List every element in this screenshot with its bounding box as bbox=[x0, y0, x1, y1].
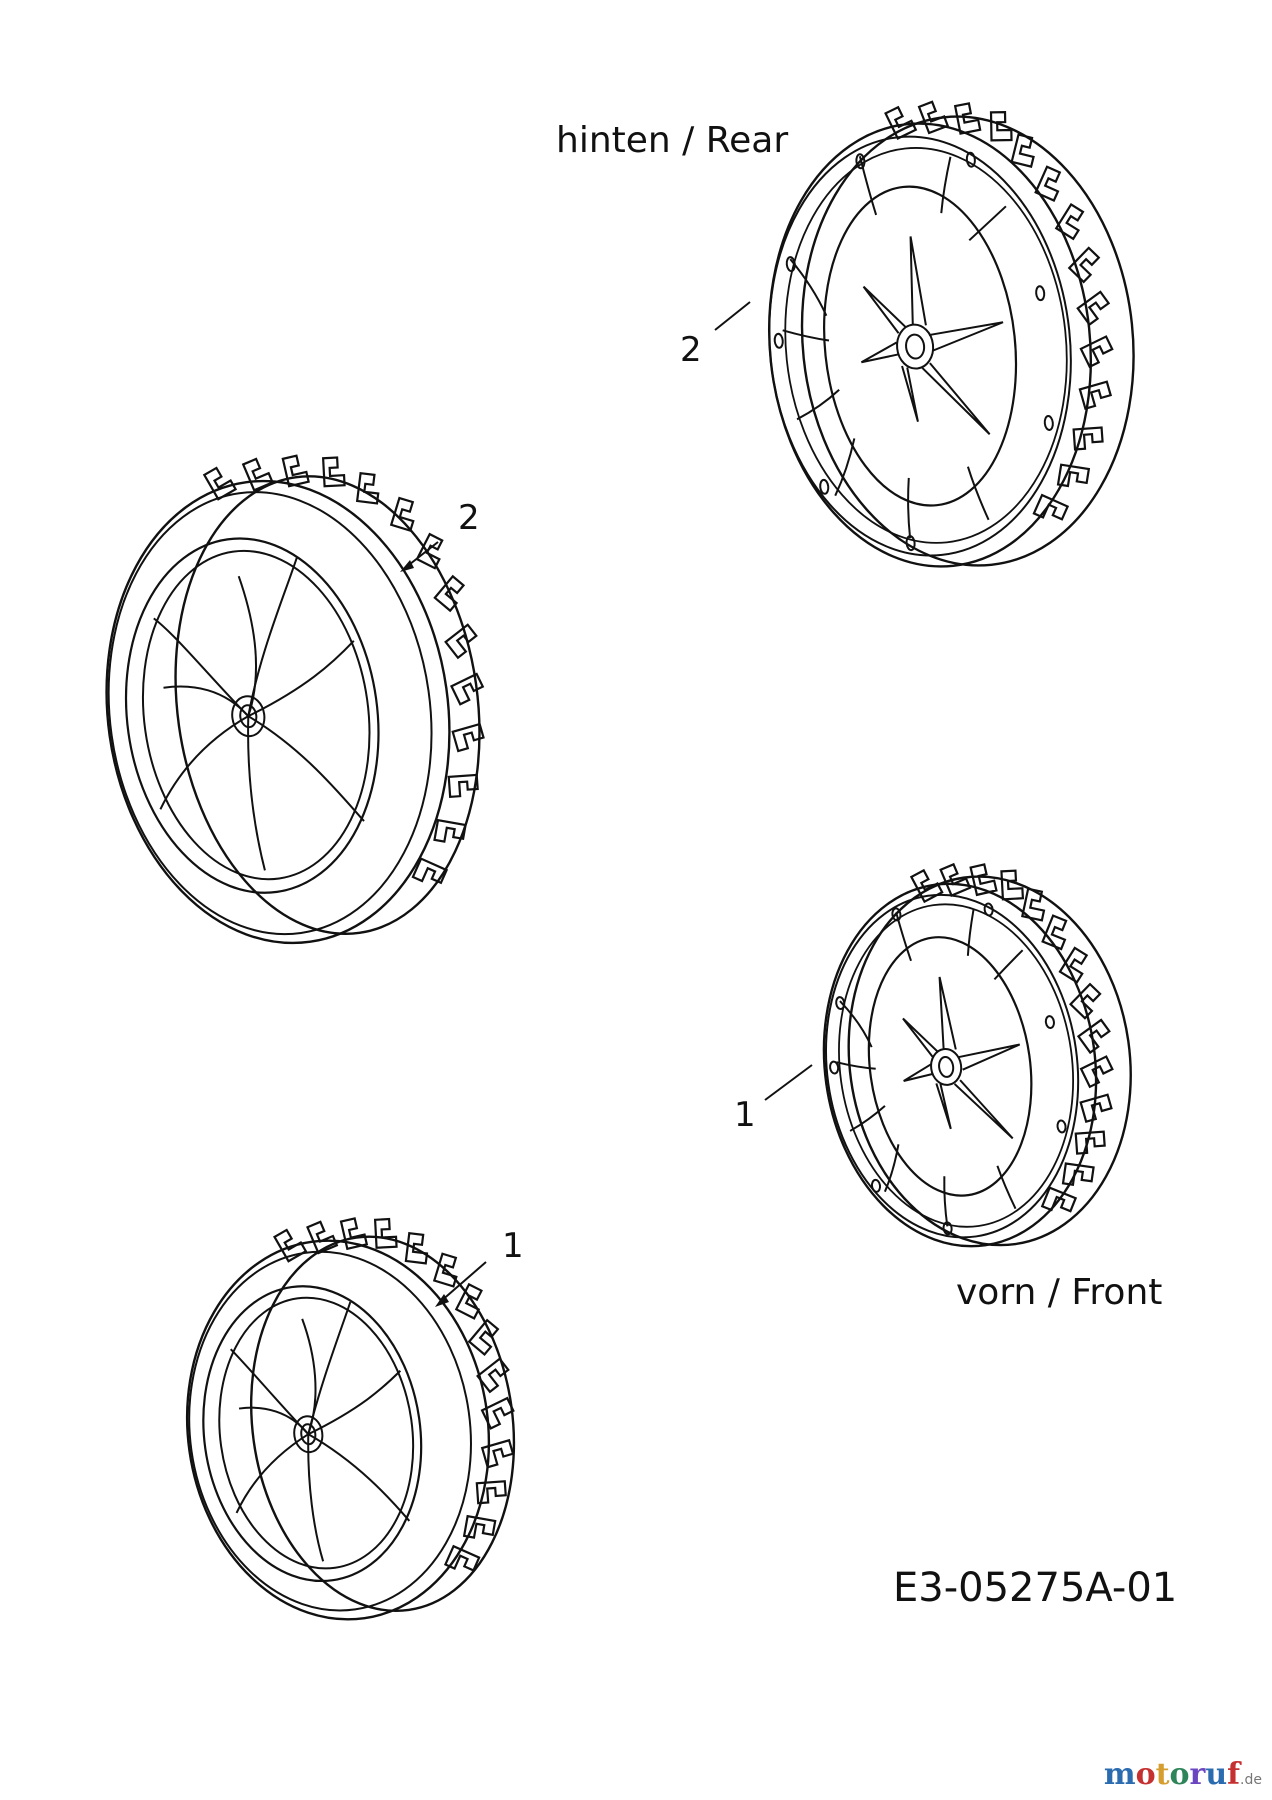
logo-letter: m bbox=[1103, 1757, 1136, 1792]
wheel-rear-outer bbox=[767, 98, 1135, 568]
logo-letter: t bbox=[1155, 1757, 1170, 1792]
logo-letter: r bbox=[1189, 1757, 1206, 1792]
motoruf-logo: motoruf.de bbox=[1104, 1757, 1262, 1792]
logo-letter: f bbox=[1227, 1757, 1241, 1792]
logo-letter: u bbox=[1205, 1757, 1228, 1792]
logo-text: motoruf bbox=[1104, 1757, 1240, 1792]
wheel-rear-inner bbox=[105, 453, 487, 945]
leader-front-inner-arrow bbox=[435, 1294, 449, 1307]
leader-rear-inner-arrow bbox=[400, 560, 414, 572]
leader-front-inner bbox=[439, 1261, 487, 1303]
callout-rear-inner: 2 bbox=[458, 498, 480, 538]
rear-label: hinten / Rear bbox=[556, 120, 789, 161]
logo-letter: o bbox=[1169, 1757, 1190, 1792]
callout-rear-outer: 2 bbox=[680, 330, 702, 370]
callout-front-outer: 1 bbox=[734, 1095, 756, 1135]
leader-rear-outer bbox=[714, 301, 751, 331]
logo-suffix: .de bbox=[1240, 1772, 1262, 1788]
callout-front-inner: 1 bbox=[502, 1226, 524, 1266]
wheel-front-inner bbox=[185, 1215, 518, 1621]
drawing-number: E3-05275A-01 bbox=[893, 1565, 1178, 1611]
leader-front-outer bbox=[764, 1064, 813, 1101]
front-label: vorn / Front bbox=[956, 1272, 1163, 1313]
logo-letter: o bbox=[1135, 1757, 1156, 1792]
wheel-front-outer bbox=[822, 860, 1132, 1248]
